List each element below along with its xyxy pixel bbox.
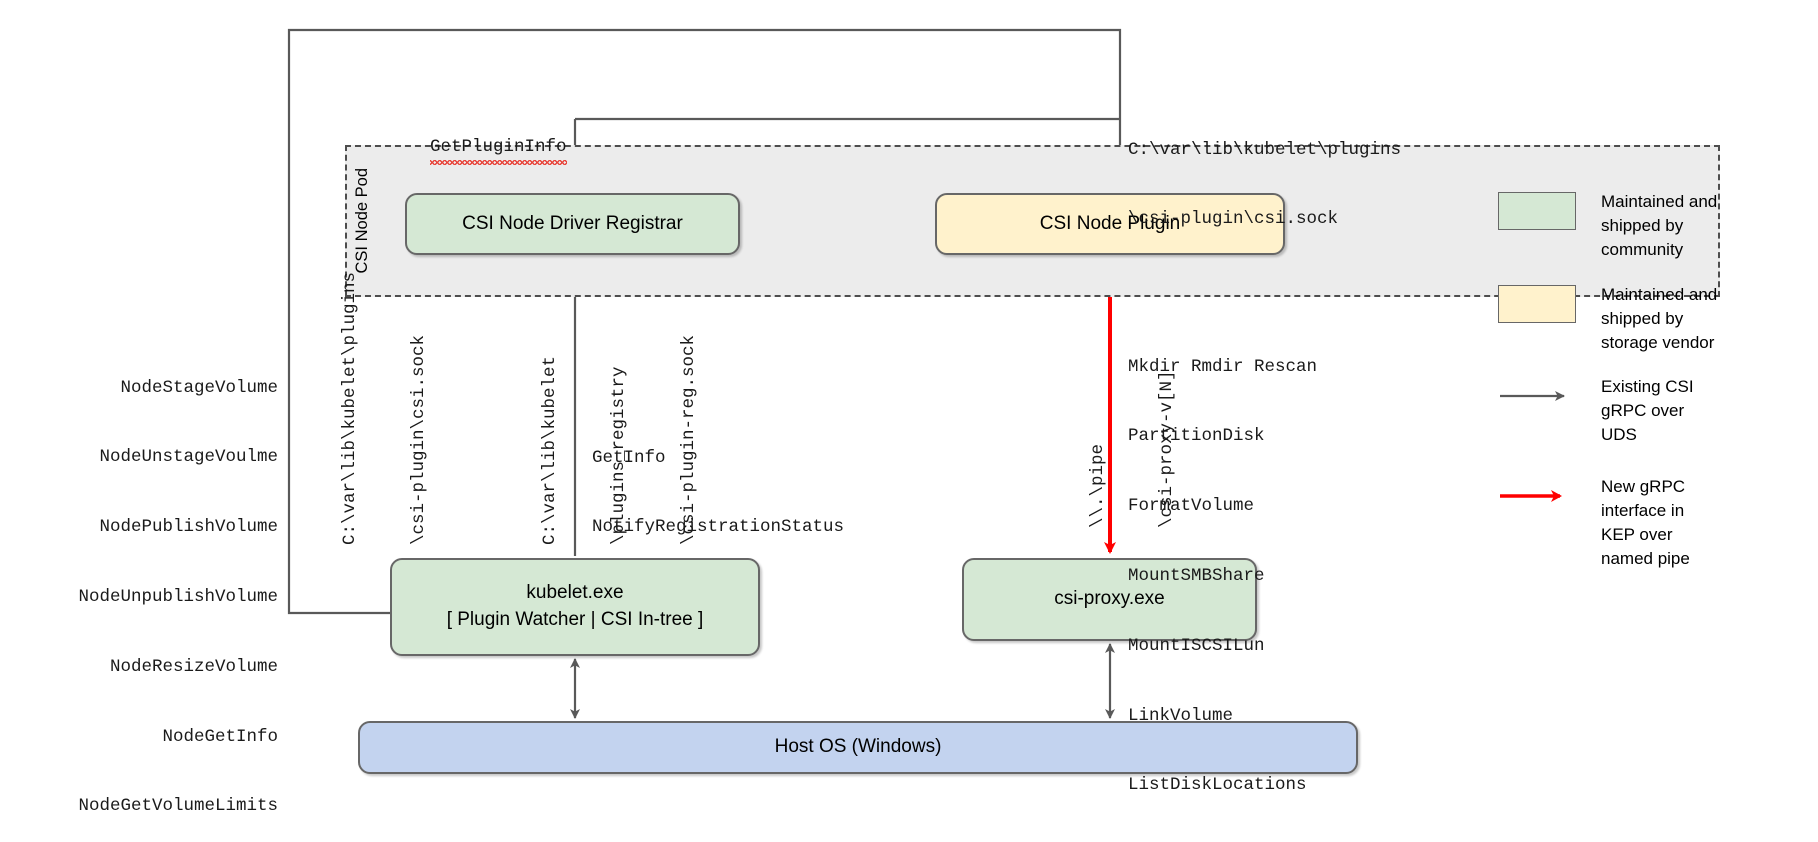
rpc-item: NodeUnstageVoulme [99, 447, 278, 468]
rpc-item: NodePublishVolume [99, 517, 278, 538]
label-get-plugin-info: GetPluginInfo [388, 113, 567, 183]
legend-label-community-line2: shipped by [1601, 216, 1684, 236]
csi-proxy-operation-list: Mkdir Rmdir Rescan PartitionDisk FormatV… [1128, 309, 1317, 842]
label-csi-plugin-socket-path-line1: C:\var\lib\kubelet\plugins [1128, 139, 1402, 160]
legend-label-new-grpc-line3: KEP over [1601, 525, 1673, 545]
label-csi-plugin-socket-path-line2: \csi-plugin\csi.sock [1128, 209, 1339, 230]
legend-item-community: Maintained and shipped by community [1498, 190, 1717, 262]
box-kubelet-exe-labels: kubelet.exe [ Plugin Watcher | CSI In-tr… [447, 580, 704, 634]
box-kubelet-exe[interactable]: kubelet.exe [ Plugin Watcher | CSI In-tr… [390, 558, 760, 656]
rpc-item: NodeStageVolume [120, 377, 278, 398]
legend-label-community: Maintained and shipped by community [1601, 190, 1717, 262]
legend-label-storage-vendor: Maintained and shipped by storage vendor [1601, 283, 1717, 355]
label-vertical-plugins-registry-socket: C:\var\lib\kubelet \plugins_registry \cs… [492, 335, 748, 545]
box-csi-node-plugin-label: CSI Node Plugin [1039, 212, 1181, 234]
rpc-item: NodeResizeVolume [109, 656, 278, 677]
proxy-op-item: LinkVolume [1128, 705, 1234, 726]
legend-swatch-storage-vendor [1498, 285, 1576, 323]
legend-label-storage-vendor-line2: shipped by [1601, 309, 1684, 329]
csi-node-pod-label: CSI Node Pod [353, 58, 372, 273]
legend-red-arrow-icon [1500, 490, 1562, 502]
label-vertical-csi-plugin-socket-line1: C:\var\lib\kubelet\plugins [339, 271, 360, 545]
legend-item-storage-vendor: Maintained and shipped by storage vendor [1498, 283, 1717, 355]
label-vertical-csi-plugin-socket: C:\var\lib\kubelet\plugins \csi-plugin\c… [292, 272, 478, 545]
legend-arrow-gray-cell [1498, 377, 1576, 415]
legend-label-storage-vendor-line3: storage vendor [1601, 333, 1715, 353]
box-host-os[interactable]: Host OS (Windows) [358, 721, 1358, 774]
box-csi-proxy-exe[interactable]: csi-proxy.exe [962, 558, 1257, 641]
proxy-op-item: PartitionDisk [1128, 426, 1265, 447]
label-registration-rpc-getinfo: GetInfo [592, 447, 666, 468]
proxy-op-item: Mkdir Rmdir Rescan [1128, 356, 1318, 377]
rpc-item: NodeUnpublishVolume [78, 586, 278, 607]
label-vertical-named-pipe-line1: \\.\pipe [1087, 443, 1108, 528]
legend-label-new-grpc-line1: New gRPC [1601, 477, 1686, 496]
box-kubelet-exe-label-line1: kubelet.exe [526, 582, 624, 604]
legend-label-storage-vendor-line1: Maintained and [1601, 285, 1718, 304]
label-vertical-plugins-registry-socket-line3: \csi-plugin-reg.sock [679, 334, 700, 545]
legend-label-new-grpc-line4: named pipe [1601, 549, 1690, 569]
legend-label-community-line1: Maintained and [1601, 192, 1718, 211]
label-csi-plugin-socket-path: C:\var\lib\kubelet\plugins \csi-plugin\c… [1128, 92, 1401, 278]
label-vertical-plugins-registry-socket-line1: C:\var\lib\kubelet [539, 355, 560, 545]
label-vertical-csi-plugin-socket-line2: \csi-plugin\csi.sock [409, 334, 430, 545]
legend-label-existing-csi-grpc: Existing CSI gRPC over UDS [1601, 375, 1694, 447]
legend-label-new-grpc: New gRPC interface in KEP over named pip… [1601, 475, 1690, 572]
legend-gray-arrow-icon [1500, 391, 1565, 401]
label-vertical-named-pipe: \\.\pipe \csi-proxy-v[N] [1040, 370, 1226, 528]
label-registration-rpc-notify: NotifyRegistrationStatus [592, 517, 845, 538]
box-csi-node-driver-registrar-label: CSI Node Driver Registrar [462, 212, 683, 234]
proxy-op-item: MountISCSILun [1128, 635, 1265, 656]
legend-label-existing-csi-grpc-line1: Existing CSI [1601, 377, 1694, 396]
legend-label-new-grpc-line2: interface in [1601, 501, 1685, 521]
legend-item-existing-csi-grpc: Existing CSI gRPC over UDS [1498, 375, 1694, 447]
csi-node-pod-label-text: CSI Node Pod [353, 168, 371, 274]
legend-label-community-line3: community [1601, 240, 1684, 260]
rpc-item: NodeGetVolumeLimits [78, 796, 278, 817]
legend-item-new-grpc: New gRPC interface in KEP over named pip… [1498, 475, 1690, 572]
label-vertical-named-pipe-line2: \csi-proxy-v[N] [1157, 370, 1178, 528]
label-vertical-plugins-registry-socket-line2: \plugins_registry [609, 366, 630, 545]
legend-arrow-red-cell [1498, 477, 1576, 515]
legend-swatch-community [1498, 192, 1576, 230]
csi-node-service-rpc-list: NodeStageVolume NodeUnstageVoulme NodePu… [0, 330, 278, 842]
box-csi-node-plugin[interactable]: CSI Node Plugin [935, 193, 1285, 255]
box-csi-proxy-exe-label: csi-proxy.exe [1054, 588, 1165, 610]
label-registration-rpcs: GetInfo NotifyRegistrationStatus [592, 400, 844, 586]
box-host-os-label: Host OS (Windows) [774, 736, 942, 758]
proxy-op-item: MountSMBShare [1128, 565, 1265, 586]
proxy-op-item: FormatVolume [1128, 496, 1255, 517]
box-csi-node-driver-registrar[interactable]: CSI Node Driver Registrar [405, 193, 740, 255]
legend-label-existing-csi-grpc-line3: UDS [1601, 425, 1637, 445]
box-kubelet-exe-label-line2: [ Plugin Watcher | CSI In-tree ] [446, 609, 704, 630]
legend-label-existing-csi-grpc-line2: gRPC over [1601, 401, 1685, 421]
label-get-plugin-info-text: GetPluginInfo [430, 136, 567, 165]
proxy-op-item: ListDiskLocations [1128, 775, 1307, 796]
rpc-item: NodeGetInfo [162, 726, 278, 747]
